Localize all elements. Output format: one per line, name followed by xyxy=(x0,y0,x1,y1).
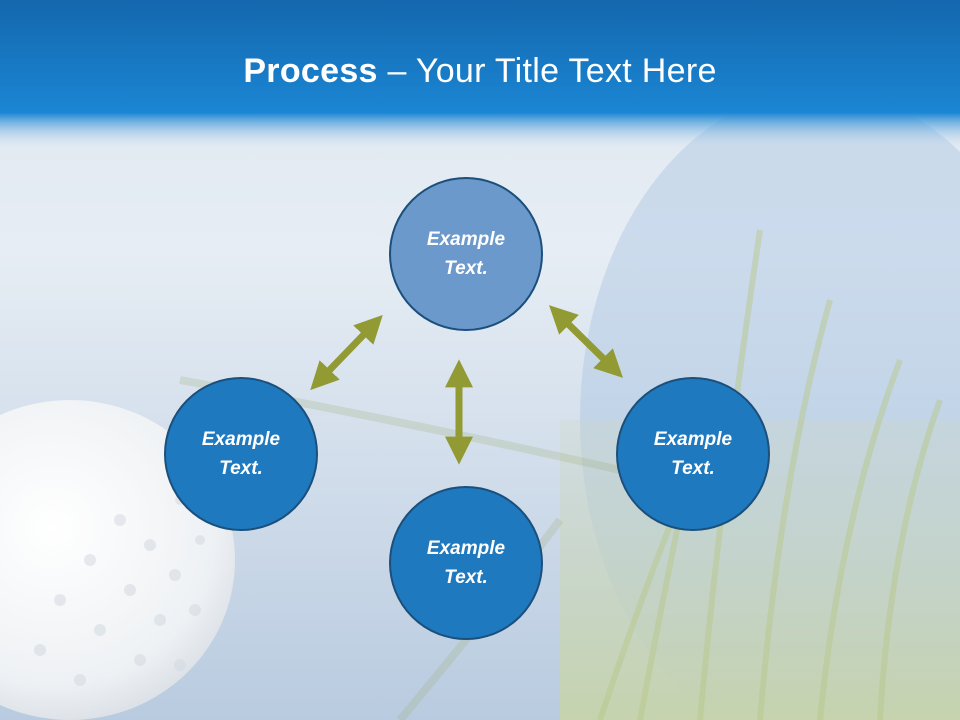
title-rest: Your Title Text Here xyxy=(415,52,717,90)
title-bold: Process xyxy=(243,52,378,90)
title-bar xyxy=(0,0,960,150)
arrow-left-top xyxy=(310,314,383,391)
node-text: Example xyxy=(653,429,733,450)
node-text: Text. xyxy=(444,567,488,588)
node-text: Text. xyxy=(219,458,263,479)
node-text: Text. xyxy=(671,458,715,479)
node-text: Example xyxy=(426,229,506,250)
title-separator: – xyxy=(377,52,416,90)
node-text: Example xyxy=(426,538,506,559)
node-text: Example xyxy=(201,429,281,450)
page-title: Process – Your Title Text Here xyxy=(0,52,960,91)
node-text: Text. xyxy=(444,258,488,279)
arrow-top-right xyxy=(549,305,623,378)
